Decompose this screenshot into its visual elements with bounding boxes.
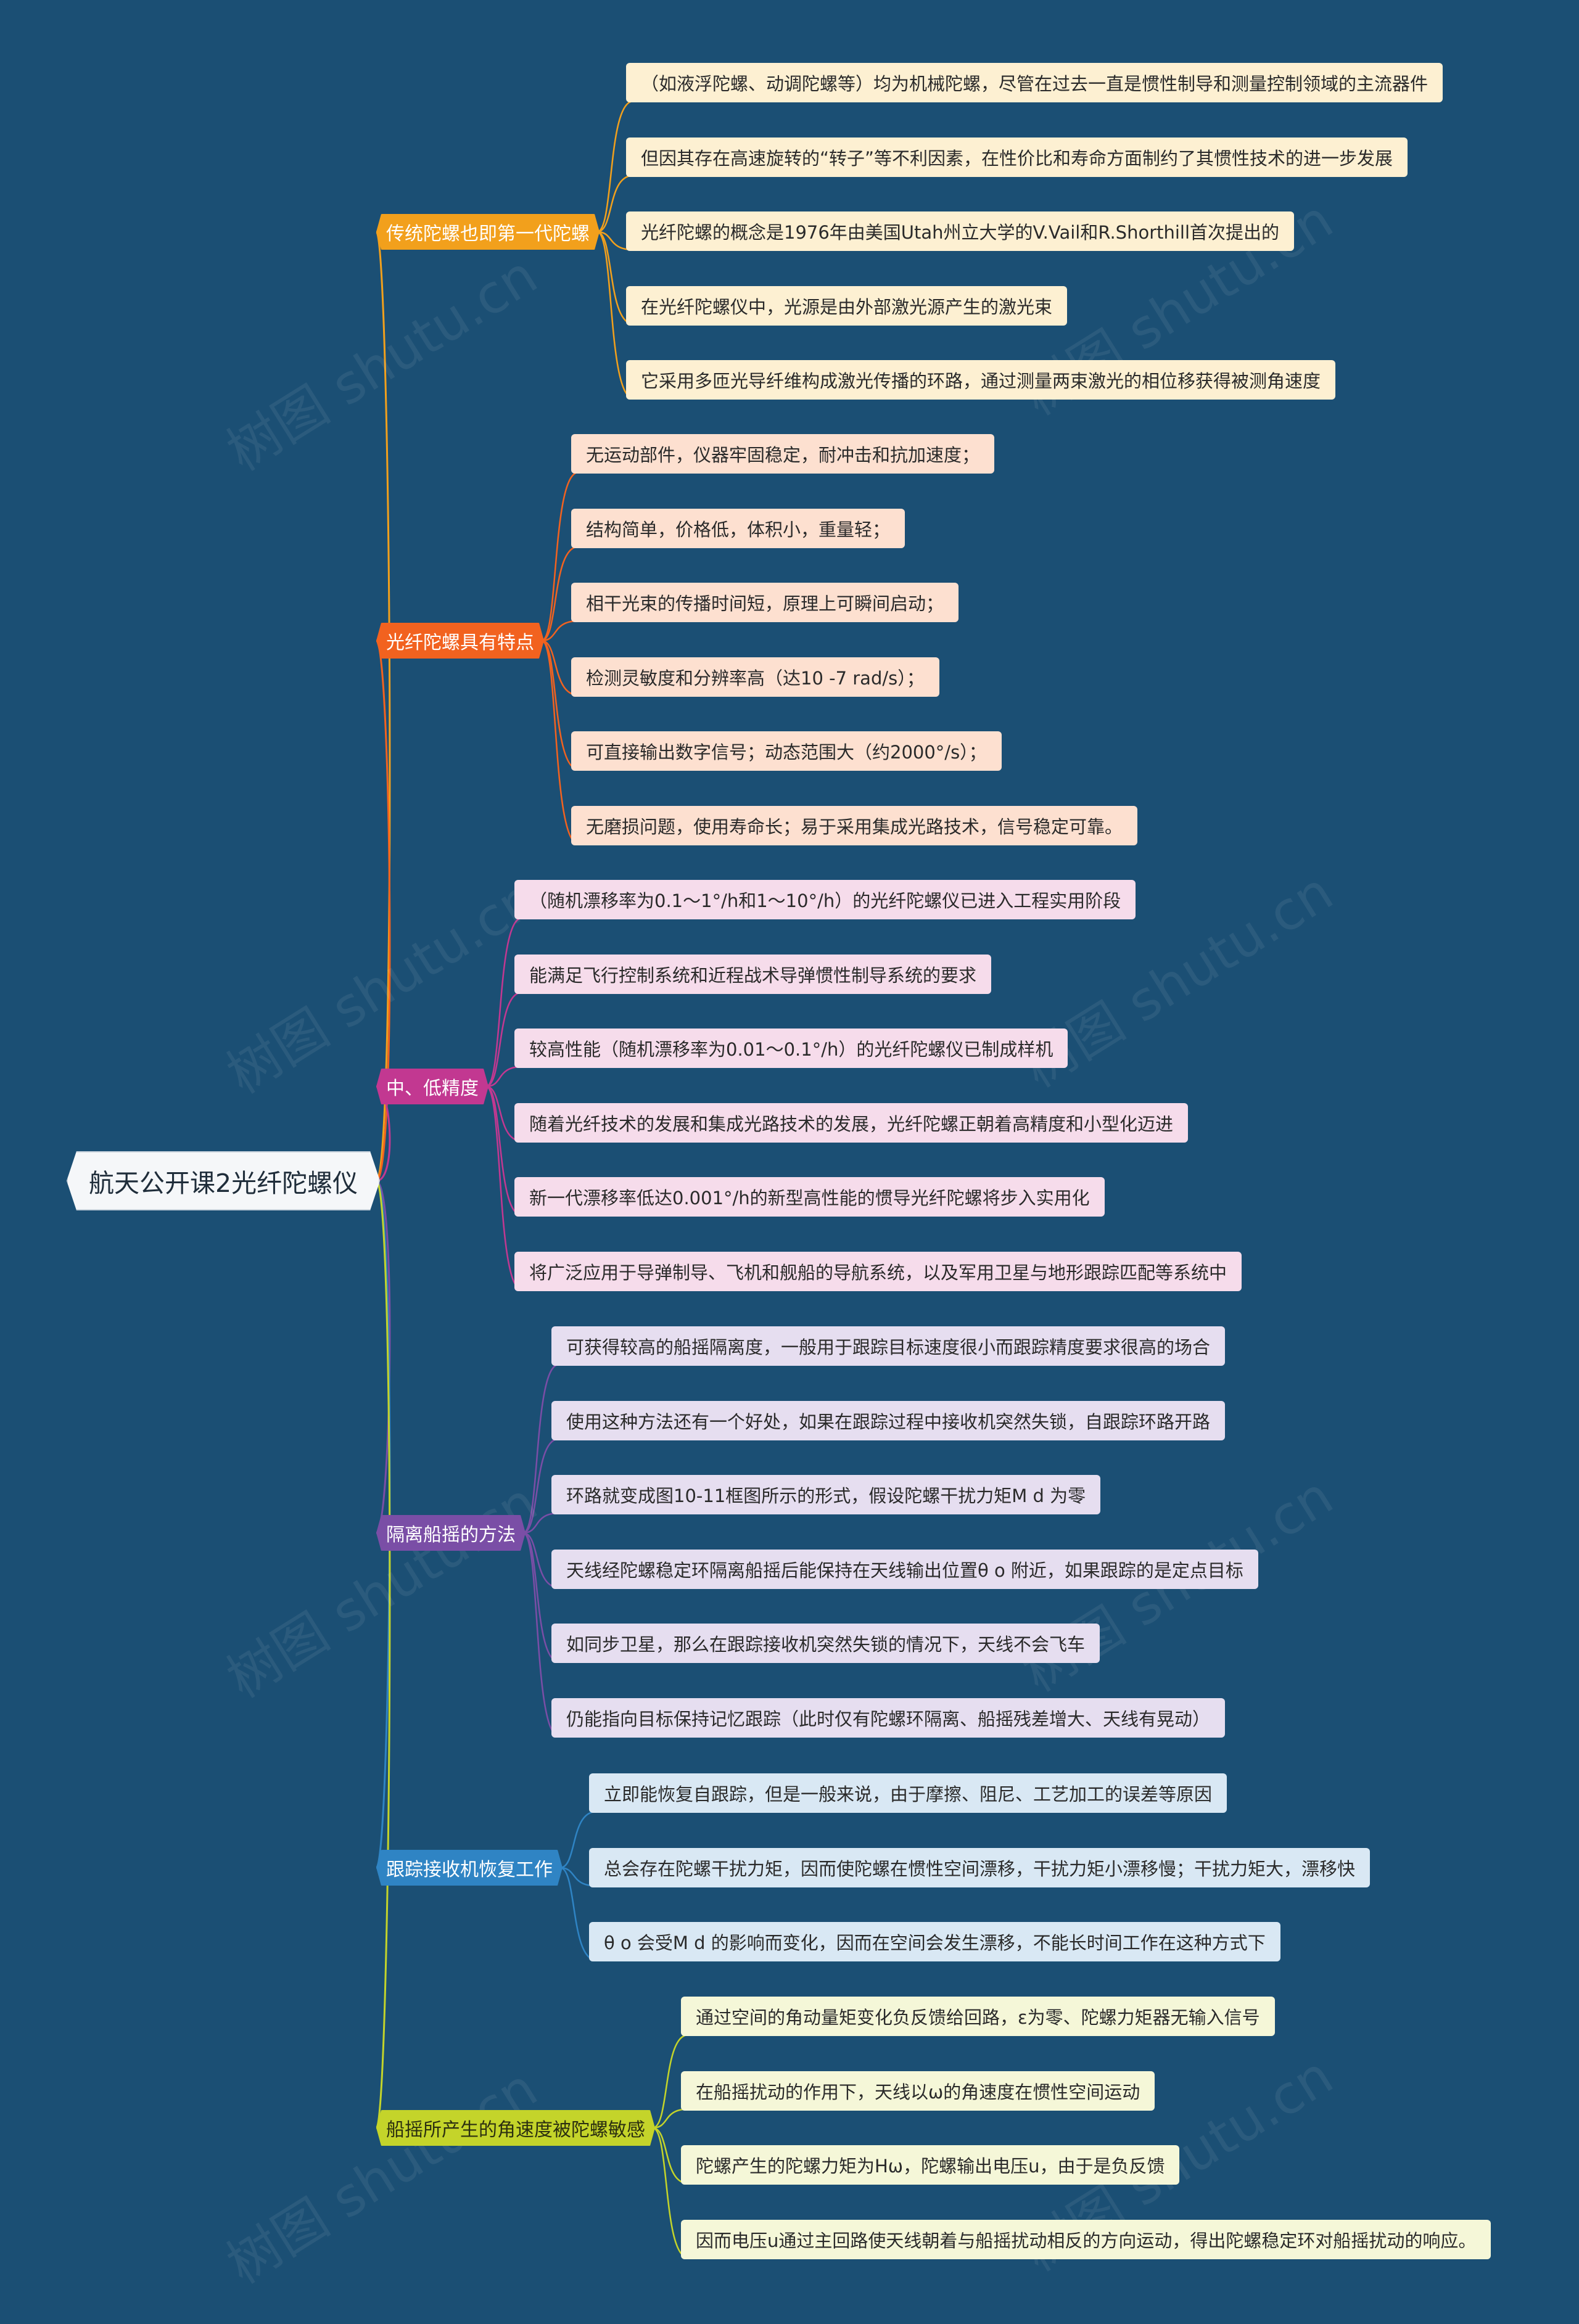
branch-topic-label: 隔离船摇的方法 <box>386 1524 516 1546</box>
leaf-topic-label: 使用这种方法还有一个好处，如果在跟踪过程中接收机突然失锁，自跟踪环路开路 <box>566 1411 1211 1432</box>
leaf-topic-label: 陀螺产生的陀螺力矩为Hω，陀螺输出电压u，由于是负反馈 <box>696 2156 1165 2177</box>
leaf-topic[interactable]: 通过空间的角动量矩变化负反馈给回路，ε为零、陀螺力矩器无输入信号 <box>681 1997 1275 2036</box>
branch-topic-label: 船摇所产生的角速度被陀螺敏感 <box>386 2119 645 2141</box>
connector-line <box>485 1066 1064 1088</box>
leaf-topic-label: 立即能恢复自跟踪，但是一般来说，由于摩擦、阻尼、工艺加工的误差等原因 <box>604 1784 1213 1805</box>
leaf-topic-label: 无磨损问题，使用寿命长；易于采用集成光路技术，信号稳定可靠。 <box>586 816 1123 837</box>
branch-topic[interactable]: 光纤陀螺具有特点 <box>376 623 544 659</box>
leaf-topic[interactable]: （如液浮陀螺、动调陀螺等）均为机械陀螺，尽管在过去一直是惯性制导和测量控制领域的… <box>626 63 1443 102</box>
leaf-topic[interactable]: θ o 会受M d 的影响而变化，因而在空间会发生漂移，不能长时间工作在这种方式… <box>589 1922 1280 1961</box>
leaf-topic[interactable]: 可获得较高的船摇隔离度，一般用于跟踪目标速度很小而跟踪精度要求很高的场合 <box>551 1326 1226 1366</box>
branch-topic[interactable]: 船摇所产生的角速度被陀螺敏感 <box>376 2110 655 2146</box>
leaf-topic-label: 相干光束的传播时间短，原理上可瞬间启动； <box>586 593 944 614</box>
leaf-topic-label: 新一代漂移率低达0.001°/h的新型高性能的惯导光纤陀螺将步入实用化 <box>529 1188 1090 1209</box>
leaf-topic[interactable]: 相干光束的传播时间短，原理上可瞬间启动； <box>571 583 959 622</box>
leaf-topic-label: 将广泛应用于导弹制导、飞机和舰船的导航系统，以及军用卫星与地形跟踪匹配等系统中 <box>529 1262 1227 1283</box>
leaf-topic-label: 它采用多匝光导纤维构成激光传播的环路，通过测量两束激光的相位移获得被测角速度 <box>641 371 1321 392</box>
branch-topic-label: 中、低精度 <box>386 1078 479 1099</box>
leaf-topic[interactable]: 仍能指向目标保持记忆跟踪（此时仅有陀螺环隔离、船摇残差增大、天线有晃动） <box>551 1698 1226 1738</box>
leaf-topic[interactable]: 将广泛应用于导弹制导、飞机和舰船的导航系统，以及军用卫星与地形跟踪匹配等系统中 <box>514 1251 1242 1291</box>
connector-line <box>541 620 955 642</box>
leaf-topic[interactable]: 新一代漂移率低达0.001°/h的新型高性能的惯导光纤陀螺将步入实用化 <box>514 1177 1105 1217</box>
leaf-topic-label: 因而电压u通过主回路使天线朝着与船摇扰动相反的方向运动，得出陀螺稳定环对船摇扰动… <box>696 2230 1477 2251</box>
leaf-topic[interactable]: 立即能恢复自跟踪，但是一般来说，由于摩擦、阻尼、工艺加工的误差等原因 <box>589 1773 1227 1813</box>
connector-line <box>596 100 1439 233</box>
leaf-topic-label: 无运动部件，仪器牢固稳定，耐冲击和抗加速度； <box>586 445 980 466</box>
leaf-topic-label: 较高性能（随机漂移率为0.01～0.1°/h）的光纤陀螺仪已制成样机 <box>529 1039 1053 1060</box>
leaf-topic[interactable]: 可直接输出数字信号；动态范围大（约2000°/s）； <box>571 731 1002 771</box>
leaf-topic[interactable]: 较高性能（随机漂移率为0.01～0.1°/h）的光纤陀螺仪已制成样机 <box>514 1029 1068 1068</box>
leaf-topic[interactable]: 无磨损问题，使用寿命长；易于采用集成光路技术，信号稳定可靠。 <box>571 805 1138 845</box>
leaf-topic[interactable]: 随着光纤技术的发展和集成光路技术的发展，光纤陀螺正朝着高精度和小型化迈进 <box>514 1102 1189 1143</box>
leaf-topic[interactable]: 能满足飞行控制系统和近程战术导弹惯性制导系统的要求 <box>514 954 992 994</box>
leaf-topic-label: 但因其存在高速旋转的“转子”等不利因素，在性价比和寿命方面制约了其惯性技术的进一… <box>641 147 1393 169</box>
leaf-topic-label: 天线经陀螺稳定环隔离船摇后能保持在天线输出位置θ o 附近，如果跟踪的是定点目标 <box>566 1559 1243 1581</box>
leaf-topic-label: 在船摇扰动的作用下，天线以ω的角速度在惯性空间运动 <box>696 2081 1140 2103</box>
connector-line <box>485 917 1132 1088</box>
leaf-topic[interactable]: 结构简单，价格低，体积小，重量轻； <box>571 508 905 548</box>
connector-line <box>375 231 391 1182</box>
leaf-topic-label: θ o 会受M d 的影响而变化，因而在空间会发生漂移，不能长时间工作在这种方式… <box>604 1932 1266 1953</box>
connector-line <box>522 1512 1097 1534</box>
branch-topic[interactable]: 中、低精度 <box>376 1069 489 1104</box>
branch-topic-label: 光纤陀螺具有特点 <box>386 632 534 654</box>
leaf-topic-label: 通过空间的角动量矩变化负反馈给回路，ε为零、陀螺力矩器无输入信号 <box>696 2007 1260 2028</box>
connector-line <box>522 1363 1221 1534</box>
branch-topic-label: 传统陀螺也即第一代陀螺 <box>386 223 590 245</box>
leaf-topic-label: 光纤陀螺的概念是1976年由美国Utah州立大学的V.Vail和R.Shorth… <box>641 222 1280 243</box>
leaf-topic-label: 总会存在陀螺干扰力矩，因而使陀螺在惯性空间漂移，干扰力矩小漂移慢；干扰力矩大，漂… <box>604 1858 1356 1879</box>
leaf-topic-label: 仍能指向目标保持记忆跟踪（此时仅有陀螺环隔离、船摇残差增大、天线有晃动） <box>566 1708 1211 1730</box>
leaf-topic[interactable]: 在光纤陀螺仪中，光源是由外部激光源产生的激光束 <box>626 285 1068 326</box>
leaf-topic[interactable]: 它采用多匝光导纤维构成激光传播的环路，通过测量两束激光的相位移获得被测角速度 <box>626 360 1336 400</box>
leaf-topic[interactable]: 环路就变成图10-11框图所示的形式，假设陀螺干扰力矩M d 为零 <box>551 1475 1101 1514</box>
leaf-topic[interactable]: 检测灵敏度和分辨率高（达10 -7 rad/s）； <box>571 657 939 697</box>
branch-topic[interactable]: 隔离船摇的方法 <box>376 1515 526 1551</box>
connector-line <box>375 639 391 1182</box>
root-topic-label: 航天公开课2光纤陀螺仪 <box>89 1168 358 1198</box>
leaf-topic[interactable]: 但因其存在高速旋转的“转子”等不利因素，在性价比和寿命方面制约了其惯性技术的进一… <box>626 137 1408 177</box>
leaf-topic-label: 可直接输出数字信号；动态范围大（约2000°/s）； <box>586 742 987 763</box>
leaf-topic[interactable]: 无运动部件，仪器牢固稳定，耐冲击和抗加速度； <box>571 434 995 474</box>
leaf-topic-label: 如同步卫星，那么在跟踪接收机突然失锁的情况下，天线不会飞车 <box>566 1634 1086 1655</box>
connector-line <box>541 471 991 642</box>
branch-topic-label: 跟踪接收机恢复工作 <box>386 1859 553 1881</box>
leaf-topic[interactable]: 光纤陀螺的概念是1976年由美国Utah州立大学的V.Vail和R.Shorth… <box>626 211 1295 251</box>
leaf-topic[interactable]: （随机漂移率为0.1～1°/h和1～10°/h）的光纤陀螺仪已进入工程实用阶段 <box>514 880 1136 919</box>
leaf-topic[interactable]: 总会存在陀螺干扰力矩，因而使陀螺在惯性空间漂移，干扰力矩小漂移慢；干扰力矩大，漂… <box>589 1847 1371 1887</box>
leaf-topic-label: 在光纤陀螺仪中，光源是由外部激光源产生的激光束 <box>641 296 1053 318</box>
root-topic[interactable]: 航天公开课2光纤陀螺仪 <box>67 1151 380 1210</box>
leaf-topic-label: 随着光纤技术的发展和集成光路技术的发展，光纤陀螺正朝着高精度和小型化迈进 <box>529 1113 1174 1135</box>
leaf-topic-label: （如液浮陀螺、动调陀螺等）均为机械陀螺，尽管在过去一直是惯性制导和测量控制领域的… <box>641 73 1429 94</box>
leaf-topic-label: （随机漂移率为0.1～1°/h和1～10°/h）的光纤陀螺仪已进入工程实用阶段 <box>529 890 1121 911</box>
leaf-topic[interactable]: 因而电压u通过主回路使天线朝着与船摇扰动相反的方向运动，得出陀螺稳定环对船摇扰动… <box>681 2219 1491 2259</box>
leaf-topic-label: 结构简单，价格低，体积小，重量轻； <box>586 519 891 540</box>
leaf-topic-label: 检测灵敏度和分辨率高（达10 -7 rad/s）； <box>586 667 925 689</box>
branch-topic[interactable]: 跟踪接收机恢复工作 <box>376 1850 563 1886</box>
branch-topic[interactable]: 传统陀螺也即第一代陀螺 <box>376 214 600 250</box>
leaf-topic-label: 环路就变成图10-11框图所示的形式，假设陀螺干扰力矩M d 为零 <box>566 1485 1086 1506</box>
leaf-topic[interactable]: 使用这种方法还有一个好处，如果在跟踪过程中接收机突然失锁，自跟踪环路开路 <box>551 1400 1226 1440</box>
connector-line <box>375 1180 391 2129</box>
leaf-topic-label: 可获得较高的船摇隔离度，一般用于跟踪目标速度很小而跟踪精度要求很高的场合 <box>566 1337 1211 1358</box>
leaf-topic[interactable]: 陀螺产生的陀螺力矩为Hω，陀螺输出电压u，由于是负反馈 <box>681 2145 1180 2185</box>
leaf-topic[interactable]: 天线经陀螺稳定环隔离船摇后能保持在天线输出位置θ o 附近，如果跟踪的是定点目标 <box>551 1549 1258 1589</box>
connector-line <box>652 2108 1151 2129</box>
leaf-topic[interactable]: 如同步卫星，那么在跟踪接收机突然失锁的情况下，天线不会飞车 <box>551 1624 1100 1663</box>
leaf-topic[interactable]: 在船摇扰动的作用下，天线以ω的角速度在惯性空间运动 <box>681 2071 1155 2111</box>
leaf-topic-label: 能满足飞行控制系统和近程战术导弹惯性制导系统的要求 <box>529 964 977 986</box>
